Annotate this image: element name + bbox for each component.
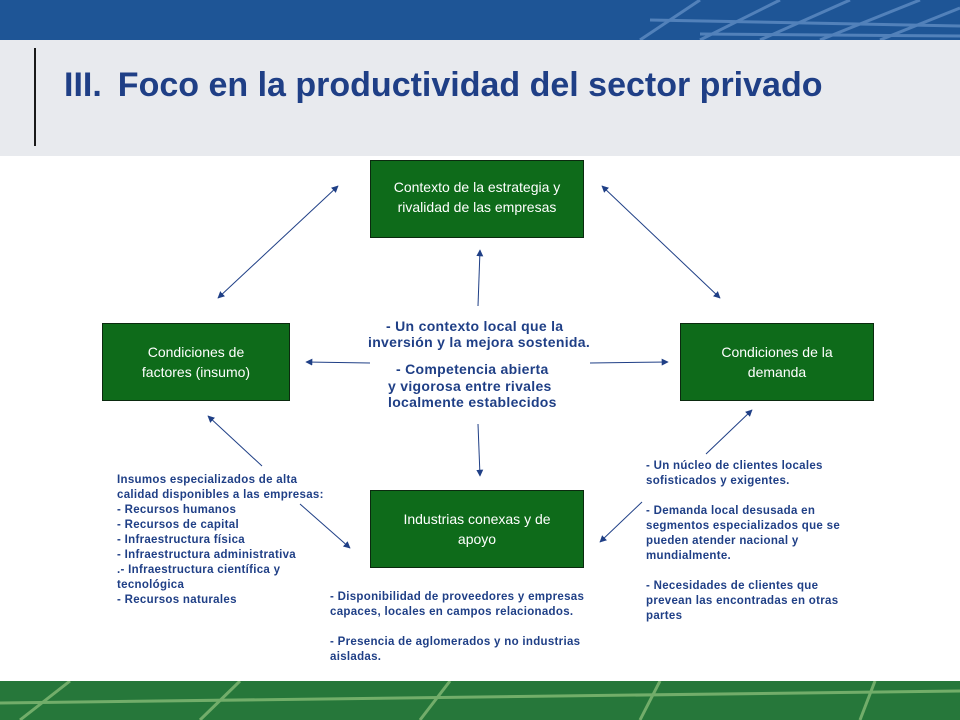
factor-inputs-item: calidad disponibles a las empresas: — [117, 489, 324, 501]
top-banner-pattern — [639, 0, 960, 40]
demand-list-item: pueden atender nacional y — [646, 535, 799, 547]
center-line-4: y vigorosa entre rivales — [388, 378, 552, 394]
related-industries-item: - Disponibilidad de proveedores y empres… — [330, 591, 585, 603]
arrow-to-left-box — [207, 415, 263, 467]
factor-conditions-line2: factores (insumo) — [141, 364, 251, 380]
related-industries-line1: Industrias conexas y de — [403, 511, 551, 527]
title-divider — [34, 48, 36, 146]
arrow-to-right-box — [705, 409, 753, 455]
factor-conditions-line1: Condiciones de — [147, 344, 245, 360]
factor-inputs-item: - Recursos de capital — [117, 519, 239, 531]
strategy-rivalry-line2: rivalidad de las empresas — [397, 199, 557, 215]
demand-list-item: segmentos especializados que se — [646, 520, 841, 532]
arrow-to-bottom-box-right — [599, 501, 643, 543]
title-band — [0, 40, 960, 156]
demand-list-item: prevean las encontradas en otras — [646, 595, 839, 607]
arrow-center-left — [305, 358, 371, 366]
factor-inputs-item: - Infraestructura física — [117, 534, 245, 546]
arrow-top-right — [601, 185, 721, 299]
related-industries-list: - Disponibilidad de proveedores y empres… — [330, 590, 584, 665]
factor-conditions-box: Condiciones de factores (insumo) — [102, 323, 290, 401]
bottom-banner — [0, 681, 960, 720]
related-industries-item: capaces, locales en campos relacionados. — [330, 606, 574, 618]
slide-title: III. Foco en la productividad del sector … — [64, 66, 822, 105]
demand-list-item: sofisticados y exigentes. — [646, 475, 790, 487]
arrow-top-left — [217, 185, 339, 299]
center-line-1: - Un contexto local que la — [386, 318, 564, 334]
demand-conditions-line2: demanda — [747, 364, 807, 380]
factor-inputs-item: - Recursos naturales — [117, 594, 237, 606]
related-industries-line2: apoyo — [457, 531, 497, 547]
arrow-center-down — [476, 423, 484, 477]
demand-list: - Un núcleo de clientes locales sofistic… — [646, 459, 840, 624]
demand-list-item — [646, 564, 840, 579]
demand-list-item: partes — [646, 610, 683, 622]
factor-inputs-item: Insumos especializados de alta — [117, 474, 298, 486]
center-line-2: inversión y la mejora sostenida. — [368, 334, 591, 350]
demand-list-item — [646, 489, 840, 504]
center-line-5: localmente establecidos — [388, 394, 557, 410]
demand-list-item: - Un núcleo de clientes locales — [646, 460, 823, 472]
arrow-center-up — [476, 249, 484, 307]
factor-inputs-item: .- Infraestructura científica y — [117, 564, 281, 576]
related-industries-item: - Presencia de aglomerados y no industri… — [330, 636, 581, 648]
bottom-banner-pattern — [0, 681, 960, 720]
demand-list-item: - Necesidades de clientes que — [646, 580, 819, 592]
factor-inputs-item: - Infraestructura administrativa — [117, 549, 296, 561]
strategy-rivalry-box: Contexto de la estrategia y rivalidad de… — [370, 160, 584, 238]
slide-title-text: Foco en la productividad del sector priv… — [117, 66, 823, 104]
arrow-to-bottom-box-left — [299, 503, 351, 549]
strategy-rivalry-line1: Contexto de la estrategia y — [393, 179, 561, 195]
related-industries-box: Industrias conexas y de apoyo — [370, 490, 584, 568]
factor-inputs-item: tecnológica — [117, 579, 185, 591]
factor-inputs-item: - Recursos humanos — [117, 504, 237, 516]
demand-list-item: - Demanda local desusada en — [646, 505, 816, 517]
demand-list-item: mundialmente. — [646, 550, 732, 562]
top-banner — [0, 0, 960, 40]
factor-inputs-list: Insumos especializados de alta calidad d… — [117, 473, 324, 608]
center-line-3: - Competencia abierta — [396, 361, 549, 377]
related-industries-item — [330, 620, 584, 635]
demand-conditions-line1: Condiciones de la — [721, 344, 833, 360]
arrow-center-right — [589, 358, 669, 366]
slide-title-number: III. — [64, 66, 102, 104]
related-industries-item: aisladas. — [330, 651, 382, 663]
demand-conditions-box: Condiciones de la demanda — [680, 323, 874, 401]
